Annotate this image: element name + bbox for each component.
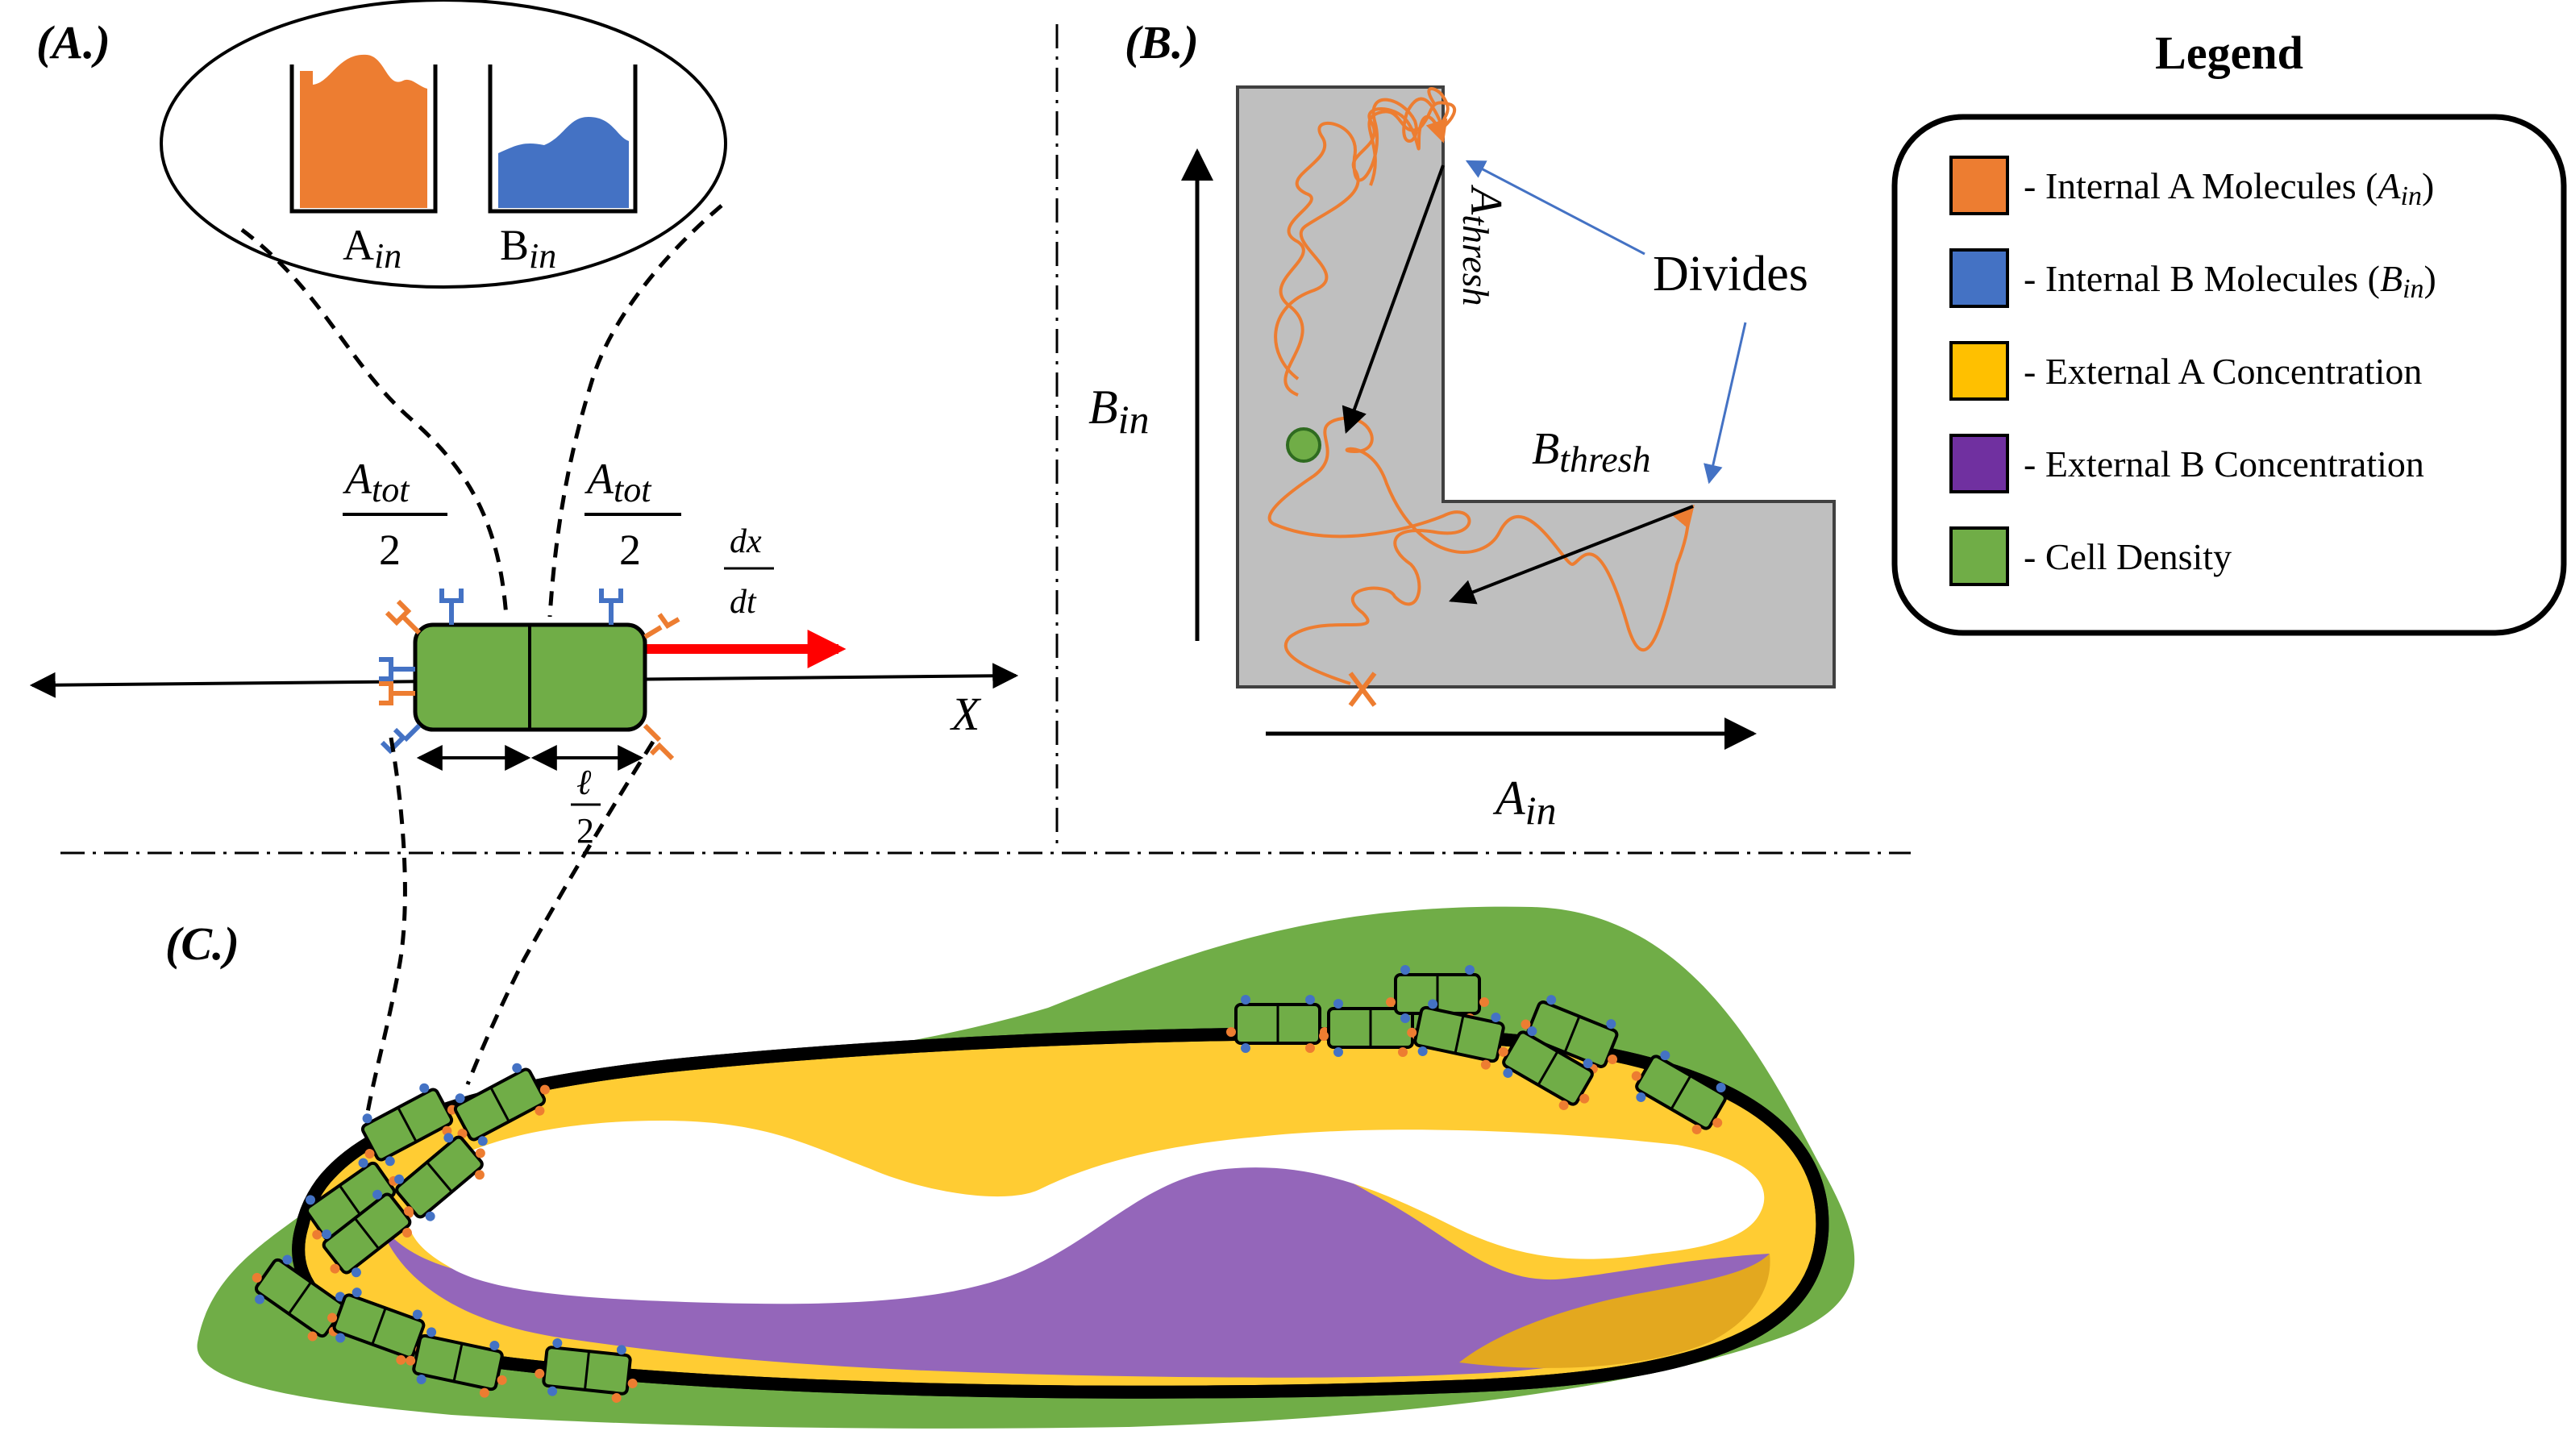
histogram-a-in <box>289 54 438 214</box>
overlap-region <box>1459 1254 1770 1368</box>
panel-c: (C.) <box>165 906 1855 1429</box>
survival-region <box>1236 85 1836 688</box>
cell <box>1631 1050 1727 1134</box>
svg-text:dt: dt <box>730 584 757 621</box>
svg-text:Atot: Atot <box>343 455 410 510</box>
zoom-line-left <box>240 228 509 618</box>
panel-a-label: (A.) <box>36 16 110 69</box>
cell <box>1226 995 1329 1053</box>
x-axis-label: X <box>950 688 982 740</box>
cells-on-ring <box>252 965 1727 1404</box>
cell <box>322 1189 414 1278</box>
zoom-line-down-left <box>364 737 407 1117</box>
legend-label: - External B Concentration <box>2024 443 2424 485</box>
division-arrow-a <box>1342 164 1445 435</box>
divides-label: Divides <box>1653 247 1808 302</box>
legend: Legend - Internal A Molecules (Ain) - Int… <box>1891 27 2567 636</box>
legend-label: - Cell Density <box>2024 536 2232 577</box>
panel-c-label: (C.) <box>165 917 239 970</box>
cell <box>453 1063 550 1146</box>
legend-label: - Internal B Molecules (Bin) <box>2024 258 2436 304</box>
histogram-b-in <box>488 64 638 214</box>
panel-b: (B.) Bin Ain Athresh Bthresh Divides <box>1088 16 1836 833</box>
svg-text:2: 2 <box>619 526 641 574</box>
svg-text:2: 2 <box>379 526 401 574</box>
start-point <box>1286 427 1321 463</box>
empty-interior <box>406 1121 1765 1304</box>
fraction-velocity: dx dt <box>724 523 774 621</box>
svg-text:2: 2 <box>576 811 594 851</box>
division-arrow-b <box>1449 505 1694 605</box>
cell <box>252 1254 346 1342</box>
death-mark <box>1348 672 1377 707</box>
legend-swatch <box>1949 526 2009 586</box>
trajectory-to-b-thresh <box>1267 416 1695 685</box>
b-thresh-label: Bthresh <box>1532 424 1651 480</box>
legend-swatch <box>1949 156 2009 215</box>
panel-b-label: (B.) <box>1125 16 1199 69</box>
a-thresh-label: Athresh <box>1455 184 1511 306</box>
zoom-ellipse <box>160 0 727 289</box>
fraction-length: ℓ 2 <box>571 763 601 851</box>
cell-closeup <box>379 589 680 761</box>
svg-text:ℓ: ℓ <box>576 763 592 802</box>
cell <box>406 1327 507 1398</box>
cell <box>1498 1026 1594 1110</box>
cell <box>360 1083 457 1167</box>
legend-swatch <box>1949 341 2009 401</box>
a-in-axis-label: Ain <box>1492 772 1557 833</box>
cell <box>535 1337 638 1404</box>
svg-text:dx: dx <box>730 523 762 560</box>
b-in-axis-label: Bin <box>1088 381 1150 442</box>
divides-pointer-a <box>1465 160 1645 256</box>
zoom-line-down-right <box>465 740 655 1085</box>
legend-label: - External A Concentration <box>2024 351 2422 392</box>
trajectory-upper <box>1274 107 1448 381</box>
trajectory-to-a-thresh <box>1279 97 1445 397</box>
divides-pointer-b <box>1704 322 1747 485</box>
legend-label: - Internal A Molecules (Ain) <box>2024 165 2434 211</box>
trajectory-a-thresh-tail <box>1367 87 1457 186</box>
svg-text:Atot: Atot <box>585 455 652 510</box>
histogram-b-label: Bin <box>500 221 556 276</box>
zoom-line-right <box>547 204 723 618</box>
fraction-a-tot-left: Atot 2 <box>343 455 447 574</box>
legend-title: Legend <box>2155 27 2303 79</box>
legend-swatch <box>1949 434 2009 493</box>
external-b-region <box>379 1151 1770 1378</box>
legend-swatch <box>1949 248 2009 308</box>
histogram-a-label: Ain <box>343 221 401 276</box>
panel-a: (A.) Ain Bin Atot 2 Atot 2 dx <box>29 0 1019 1117</box>
legend-box <box>1891 114 2567 636</box>
fraction-a-tot-right: Atot 2 <box>585 455 681 574</box>
